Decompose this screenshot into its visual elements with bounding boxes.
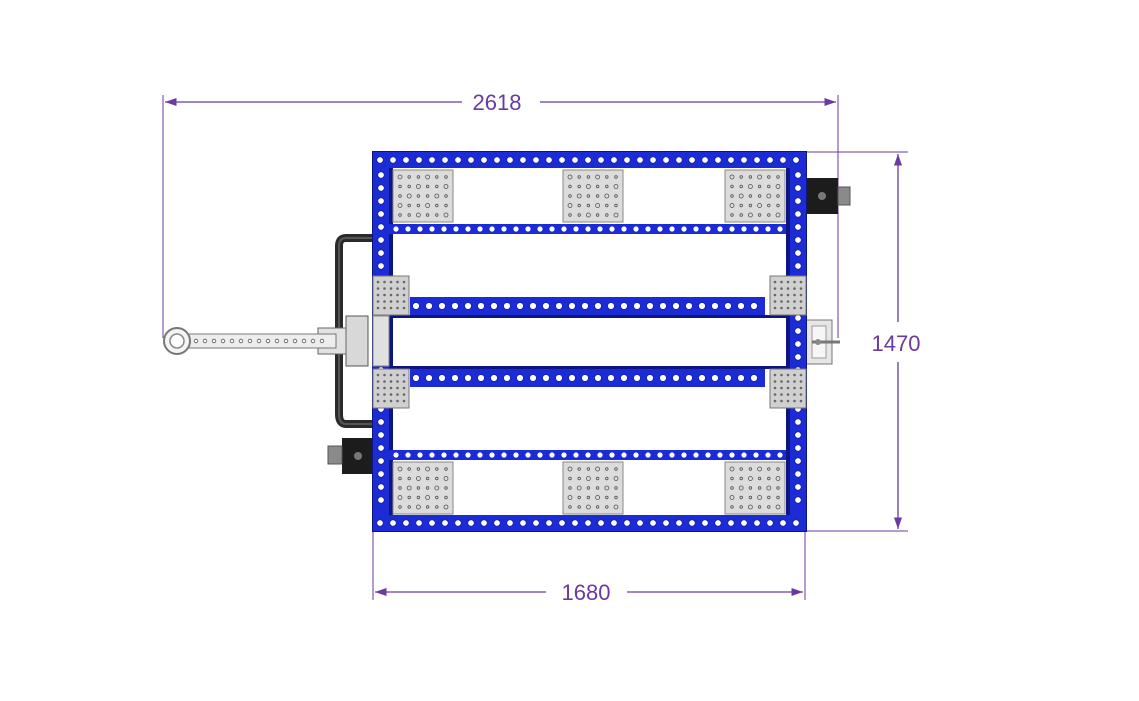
coupler-hook bbox=[805, 319, 840, 365]
cart-frame bbox=[372, 151, 807, 532]
overall-length-label: 2618 bbox=[473, 90, 522, 115]
tow-handle bbox=[163, 234, 375, 428]
caster-bottom-left bbox=[327, 438, 374, 474]
width-label: 1470 bbox=[872, 331, 921, 356]
dimension-width: 1470 bbox=[806, 151, 921, 532]
dimension-overall-length: 2618 bbox=[162, 90, 839, 338]
dimension-frame-length: 1680 bbox=[372, 531, 806, 605]
gusset-plates bbox=[372, 275, 807, 409]
caster-mount-plates bbox=[392, 169, 786, 515]
handle-bracket bbox=[345, 315, 369, 367]
caster-top-right bbox=[806, 178, 851, 214]
frame-length-label: 1680 bbox=[562, 580, 611, 605]
